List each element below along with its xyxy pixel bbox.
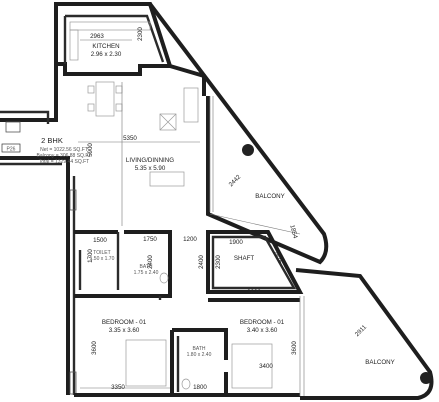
- dining-chair: [87, 85, 95, 94]
- bath2-width-dim: 1800: [193, 384, 207, 391]
- balcony-lower-name: BALCONY: [365, 359, 395, 366]
- shaft-width-dim: 1900: [229, 239, 243, 246]
- left-upper-wall: [0, 64, 58, 122]
- toilet-height-dim: 1700: [87, 249, 94, 263]
- shaft-outline: [206, 230, 304, 294]
- bath2-walls: [170, 328, 228, 395]
- entry-lower-wall: [0, 156, 70, 176]
- area-net: Net = 1022.56 SQ.FT: [40, 147, 88, 153]
- unit-tag-box: [1, 143, 21, 153]
- bath2-name: BATH: [193, 346, 206, 352]
- balcony-upper-diag-dim: 2442: [228, 173, 243, 188]
- unit-tag: P26: [7, 147, 16, 153]
- area-balcony: Balcony = 306.88 SQ.FT: [37, 153, 92, 159]
- bedroom2-name: BEDROOM - 01: [240, 319, 285, 326]
- toilet-icon: [181, 378, 191, 390]
- dining-chair: [87, 103, 95, 112]
- kitchen-size: 2.96 x 2.30: [91, 51, 122, 58]
- area-total: Total = 1329.44 SQ.FT: [39, 159, 89, 165]
- bed: [125, 339, 167, 387]
- bath1-height-dim: 2400: [147, 255, 154, 269]
- bedroom1-size: 3.35 x 3.60: [109, 327, 140, 334]
- left-lower-column: [69, 371, 77, 395]
- bath1-name: BATH: [140, 264, 153, 270]
- shaft-diag-dim: 2876: [271, 250, 284, 266]
- bedroom1-name: BEDROOM - 01: [102, 319, 147, 326]
- balcony-upper-column: [242, 144, 254, 156]
- balcony-lower-diag-dim: 2911: [354, 323, 369, 338]
- left-column: [69, 189, 77, 211]
- living-size: 5.35 x 5.90: [135, 165, 166, 172]
- sofa: [183, 87, 199, 123]
- living-height-dim: 5900: [87, 143, 94, 157]
- kitchen-name: KITCHEN: [92, 43, 119, 50]
- balcony-lower-outline: [295, 268, 434, 400]
- toilet-size: 1.50 x 1.70: [90, 256, 115, 262]
- kitchen-counter-side: [69, 29, 79, 61]
- balcony-lower-column: [420, 372, 432, 384]
- shaft-bottom-dim: 3626: [247, 289, 261, 296]
- living-width-dim: 5350: [123, 135, 137, 142]
- dining-chair: [115, 85, 123, 94]
- toilet-name: TOILET: [93, 250, 110, 256]
- dining-chair: [115, 103, 123, 112]
- kitchen-counter: [69, 21, 151, 31]
- left-height-dim: 2400: [198, 255, 205, 269]
- fan-icon-cross: [159, 113, 177, 131]
- shaft-inner: [211, 235, 297, 290]
- living-name: LIVING/DINNING: [126, 157, 174, 164]
- toilet-icon: [159, 272, 169, 284]
- bath1-width-dim: 1750: [143, 236, 157, 243]
- entry-door-frame: [5, 121, 21, 133]
- bedroom2-width-dim: 3400: [259, 363, 273, 370]
- kitchen-outer-wall: [54, 2, 173, 76]
- dim-line: [209, 213, 301, 235]
- balcony-upper-outline: [148, 2, 329, 265]
- bedroom2-size: 3.40 x 3.60: [247, 327, 278, 334]
- entry-wall: [0, 110, 50, 124]
- bedroom2-height-dim: 3600: [291, 341, 298, 355]
- bath2-size: 1.80 x 2.40: [187, 352, 212, 358]
- fan-icon: [159, 113, 177, 131]
- bed: [231, 343, 273, 389]
- coffee-table: [149, 171, 185, 187]
- toilet-width-dim: 1500: [93, 237, 107, 244]
- kitchen-width-dim: 2963: [90, 33, 104, 40]
- balcony-upper-name: BALCONY: [255, 193, 285, 200]
- shaft-height-dim: 2300: [215, 255, 222, 269]
- balcony-upper-side-dim: 1854: [288, 224, 298, 240]
- kitchen-height-dim: 2300: [137, 27, 144, 41]
- wet-area-top-wall: [74, 230, 172, 298]
- shaft-name: SHAFT: [234, 255, 255, 262]
- kitchen-inner-wall: [65, 14, 165, 63]
- passage-width-dim: 1200: [183, 236, 197, 243]
- bedroom1-height-dim: 3600: [91, 341, 98, 355]
- bedroom1-width-dim: 3350: [111, 384, 125, 391]
- dining-table: [95, 81, 115, 117]
- unit-name: 2 BHK: [41, 136, 63, 145]
- bath1-size: 1.75 x 2.40: [134, 270, 159, 276]
